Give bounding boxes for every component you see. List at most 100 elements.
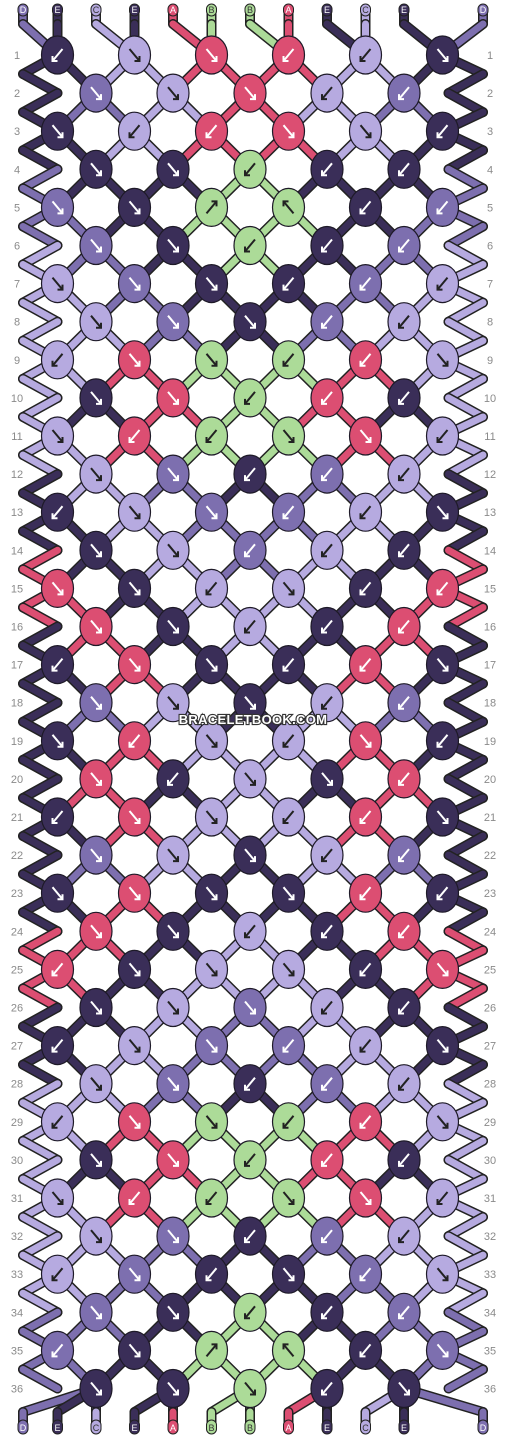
knot-arrow-head-icon: [244, 932, 250, 939]
knot: [156, 302, 190, 342]
knot-arrow-icon: [51, 505, 64, 519]
knot-arrow-icon: [51, 48, 64, 62]
knot-arrow-icon: [436, 581, 449, 596]
knot: [310, 378, 344, 418]
row-number-left: 30: [11, 1155, 23, 1167]
strand-label-top: A: [170, 5, 176, 15]
thread-segment: [19, 222, 61, 250]
knot: [40, 187, 75, 227]
knot-arrow-icon: [359, 505, 372, 519]
strand-end-bottom: [90, 1419, 102, 1435]
knot-arrow-icon: [90, 1077, 102, 1091]
thread-segment: [445, 318, 487, 345]
knot-arrow-head-icon: [96, 627, 102, 634]
knot-arrow-icon: [205, 1191, 218, 1205]
knot-arrow-icon: [90, 162, 102, 176]
knot-arrow-icon: [359, 124, 372, 138]
knot-arrow-icon: [398, 86, 410, 100]
row-number-right: 3: [487, 126, 493, 138]
knot-arrow-head-icon: [359, 56, 366, 62]
knot-arrow-head-icon: [96, 703, 102, 710]
strand-label-top: B: [208, 5, 214, 15]
knot: [233, 1292, 267, 1332]
knot-arrow-icon: [436, 505, 449, 519]
thread-segment: [19, 1232, 61, 1259]
knot-arrow-head-icon: [96, 1084, 102, 1091]
knot-arrow-icon: [167, 238, 179, 253]
knot: [425, 35, 460, 75]
row-number-right: 15: [484, 583, 496, 595]
knot-arrow-icon: [282, 1115, 295, 1129]
knot: [194, 568, 229, 609]
knot-arrow-icon: [436, 353, 449, 367]
thread-segment: [445, 680, 487, 707]
knot-arrow-head-icon: [134, 665, 141, 672]
knot: [233, 835, 267, 875]
knot: [40, 721, 75, 761]
knot-arrow-head-icon: [359, 284, 366, 291]
thread-segment: [19, 89, 61, 116]
knot-arrow-icon: [321, 696, 333, 710]
knot-arrow-head-icon: [398, 1160, 404, 1167]
knot: [40, 492, 75, 532]
knot-arrow-head-icon: [244, 475, 250, 482]
strand-label-bottom: A: [170, 1423, 176, 1433]
row-number-right: 9: [487, 355, 493, 367]
knot-arrow-icon: [128, 962, 141, 977]
knot-arrow-icon: [90, 1305, 102, 1319]
knot-arrow-icon: [321, 162, 333, 176]
knot-arrow-head-icon: [134, 284, 141, 291]
knot: [425, 1254, 460, 1294]
knot-arrow-icon: [90, 1381, 102, 1396]
knot: [271, 568, 306, 609]
knot-arrow-icon: [398, 1381, 410, 1396]
knot-arrow-head-icon: [398, 398, 404, 405]
row-number-right: 7: [487, 279, 493, 291]
knot-arrow-head-icon: [205, 132, 212, 139]
knot: [117, 721, 152, 761]
knot: [233, 454, 267, 494]
knot: [233, 987, 267, 1028]
row-number-right: 16: [484, 622, 496, 634]
knot-arrow-head-icon: [321, 1008, 327, 1015]
knot-arrow-icon: [436, 886, 449, 900]
knot: [271, 1102, 306, 1142]
thread-segment: [445, 1156, 487, 1183]
knot-arrow-icon: [398, 848, 410, 862]
knot-arrow-head-icon: [436, 589, 443, 596]
strand-end-bottom: [360, 1419, 371, 1435]
strand-label-bottom: D: [20, 1423, 27, 1433]
knot: [233, 759, 267, 799]
knot: [40, 568, 75, 609]
strand-label-bottom: D: [480, 1423, 487, 1433]
row-number-right: 20: [484, 774, 496, 786]
knot-arrow-icon: [436, 200, 449, 215]
row-number-right: 12: [484, 469, 496, 481]
knot: [310, 835, 344, 875]
knot-arrow-icon: [321, 619, 333, 634]
knot: [156, 454, 190, 494]
strand-label-top: E: [131, 5, 137, 15]
knot-arrow-icon: [128, 1191, 141, 1205]
knot: [271, 111, 306, 151]
knot-arrow-head-icon: [282, 741, 289, 748]
row-number-right: 34: [484, 1307, 496, 1319]
thread-segment: [19, 832, 61, 859]
knot-arrow-head-icon: [282, 1343, 289, 1350]
row-number-left: 6: [14, 241, 20, 253]
knot-arrow-icon: [244, 86, 256, 100]
row-number-right: 14: [484, 545, 496, 557]
knot-arrow-head-icon: [442, 1275, 449, 1282]
knot-arrow-icon: [282, 429, 295, 443]
thread-segment: [445, 546, 487, 573]
knot-arrow-icon: [167, 619, 179, 634]
knot-arrow-icon: [244, 1381, 256, 1396]
thread-segment: [19, 1365, 61, 1393]
knot: [233, 911, 267, 951]
knot-arrow-head-icon: [404, 1389, 410, 1396]
knot: [271, 721, 306, 761]
knot-arrow-icon: [205, 886, 218, 900]
strand-end-top: [244, 3, 256, 17]
knot-arrow-head-icon: [211, 200, 218, 207]
